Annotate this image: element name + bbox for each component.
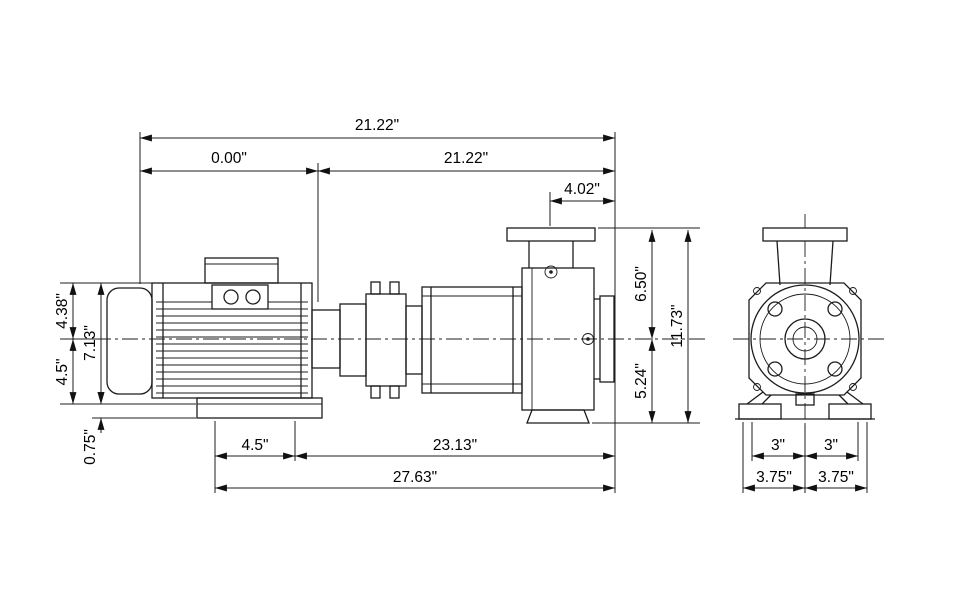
dim-seg-zero: 0.00" — [211, 150, 247, 167]
drain-plug — [582, 333, 594, 345]
pump-barrel — [421, 286, 523, 394]
cable-gland — [245, 289, 261, 305]
dim-endview-foot-left: 3.75" — [756, 469, 792, 486]
dim-overall-height: 11.73" — [669, 304, 686, 347]
end-casing-outline — [748, 282, 862, 396]
casing-bolt — [827, 361, 843, 377]
dim-overall-length: 27.63" — [393, 469, 437, 486]
dim-discharge-to-suction: 4.02" — [564, 181, 600, 198]
casing-bolt — [767, 361, 783, 377]
dim-foot-to-suction: 23.13" — [433, 437, 477, 454]
dim-overall-width-top: 21.22" — [355, 117, 399, 134]
shaft-clamp — [365, 293, 407, 387]
dim-endview-bolt-right: 3" — [824, 437, 838, 454]
dimension-lines — [69, 134, 867, 492]
dim-foot-offset: 4.5" — [241, 437, 268, 454]
suction-flange — [599, 295, 615, 383]
side-view — [95, 227, 706, 424]
motor — [106, 257, 323, 419]
discharge-flange — [506, 227, 596, 242]
dim-base-thickness: 0.75" — [82, 429, 99, 465]
end-view — [733, 214, 884, 432]
casing-bolt — [827, 301, 843, 317]
dim-centerline-to-top: 6.50" — [633, 266, 650, 302]
dim-centerline-to-base: 5.24" — [633, 363, 650, 399]
pump-casing — [506, 227, 615, 424]
dimension-labels: 21.22" 0.00" 21.22" 4.02" 6.50" 11.73" 5… — [54, 117, 854, 486]
volute-circle — [750, 284, 860, 394]
terminal-box — [204, 257, 279, 284]
cable-gland — [223, 289, 239, 305]
end-discharge-flange — [762, 227, 848, 242]
dim-endview-bolt-left: 3" — [771, 437, 785, 454]
pump-foot — [526, 409, 590, 424]
end-feet — [735, 391, 875, 420]
dim-motor-height: 7.13" — [82, 325, 99, 361]
casing-bolt — [767, 301, 783, 317]
coupling — [311, 281, 423, 399]
dim-motor-top-to-centerline: 4.38" — [54, 293, 71, 329]
motor-base — [196, 397, 323, 419]
vent-plug — [544, 265, 558, 279]
dim-seg-main: 21.22" — [444, 150, 488, 167]
shaft-hub — [784, 318, 826, 360]
dim-centerline-height: 4.5" — [54, 358, 71, 385]
dim-endview-foot-right: 3.75" — [818, 469, 854, 486]
